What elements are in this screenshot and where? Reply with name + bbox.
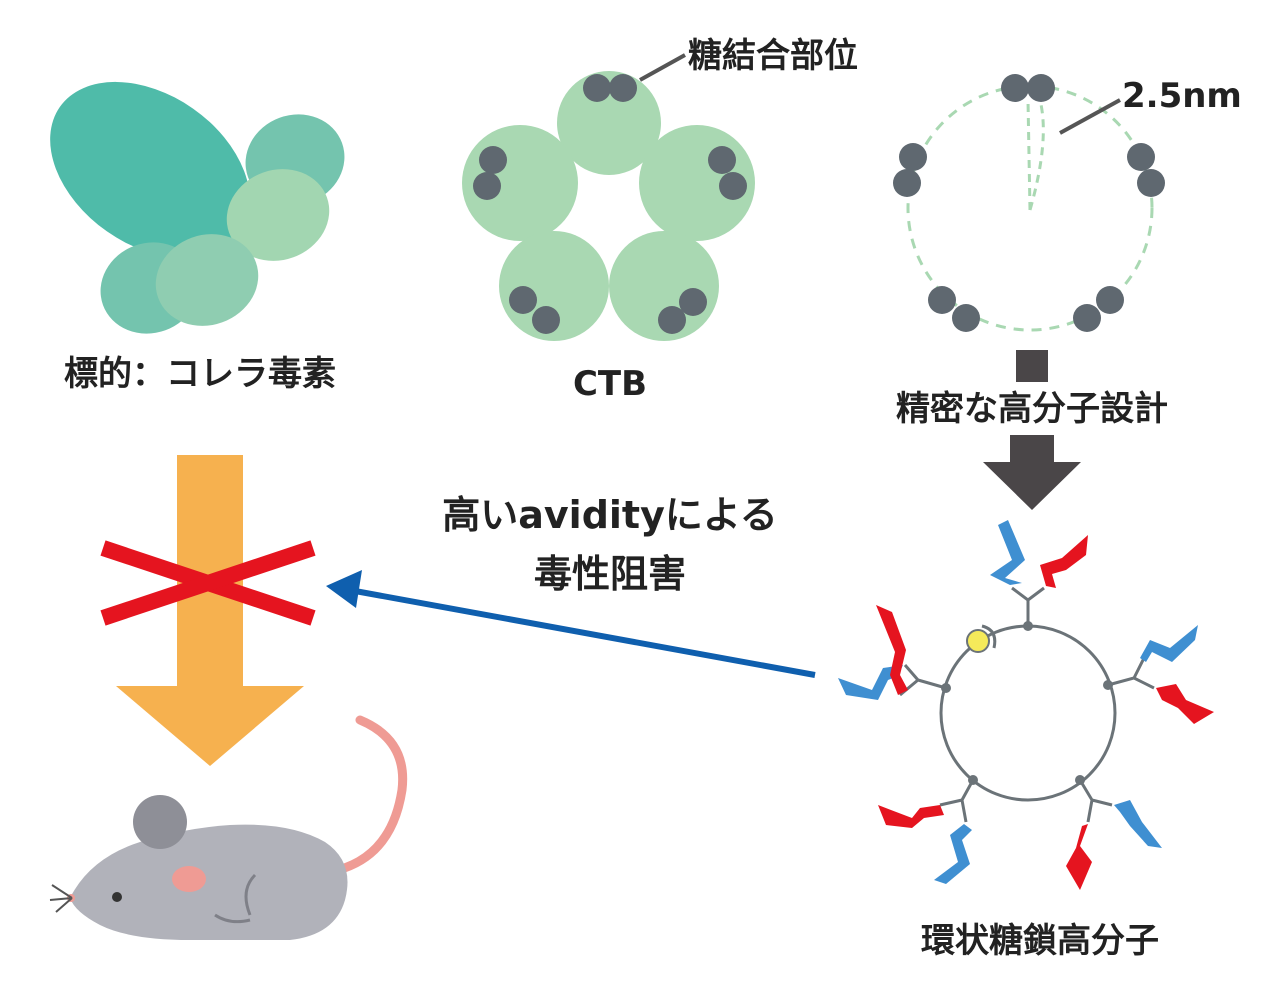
binding-site-dot bbox=[532, 306, 560, 334]
mouse-tail bbox=[333, 715, 408, 875]
toxin-b-subunit bbox=[226, 169, 330, 261]
sugar-unit-red bbox=[876, 605, 908, 695]
mouse-eye bbox=[112, 892, 122, 902]
mouse-body bbox=[70, 824, 348, 940]
branch-point bbox=[1075, 775, 1085, 785]
avidity-arrow-head bbox=[326, 570, 362, 608]
sugar-unit-blue bbox=[1114, 800, 1162, 848]
branch-point bbox=[941, 683, 951, 693]
sugar-chains-red bbox=[876, 535, 1214, 890]
sugar-unit-blue bbox=[934, 824, 972, 884]
binding-site-dot bbox=[658, 306, 686, 334]
sugar-chains-blue bbox=[838, 520, 1198, 884]
toxin-b-subunit bbox=[155, 234, 259, 326]
mouse-illustration bbox=[49, 715, 408, 940]
binding-site-geometry bbox=[893, 74, 1165, 332]
binding-site-dot bbox=[679, 288, 707, 316]
target-label: 標的：コレラ毒素 bbox=[64, 354, 336, 394]
branch-point bbox=[1023, 621, 1033, 631]
ring-closure-arc bbox=[981, 624, 997, 649]
site-pair-dot bbox=[1027, 74, 1055, 102]
polymer-ring bbox=[939, 624, 1117, 802]
distance-indicator bbox=[1026, 99, 1045, 211]
binding-site-dot bbox=[583, 74, 611, 102]
toxin-a-subunit bbox=[50, 81, 250, 259]
binding-site-dot bbox=[479, 146, 507, 174]
ctb-label: CTB bbox=[573, 364, 647, 404]
polymer-branch bbox=[1107, 657, 1155, 690]
ctb-subunit bbox=[557, 71, 661, 175]
sugar-unit-red bbox=[878, 805, 944, 828]
distance-label: 2.5nm bbox=[1122, 76, 1242, 116]
toxicity-arrow-head bbox=[116, 686, 304, 766]
polymer-branch bbox=[1078, 779, 1113, 823]
avidity-label-line2: 毒性阻害 bbox=[534, 552, 686, 596]
cholera-toxin-illustration bbox=[50, 81, 345, 334]
avidity-label-line1: 高いavidityによる bbox=[442, 493, 777, 537]
polymer-branch bbox=[1011, 586, 1045, 626]
sugar-unit-red bbox=[1066, 824, 1092, 890]
site-pair-dot bbox=[899, 143, 927, 171]
sugar-unit-blue bbox=[838, 665, 903, 700]
binding-site-label: 糖結合部位 bbox=[688, 36, 858, 76]
ring-closure-marker bbox=[966, 624, 997, 653]
branch-points bbox=[941, 621, 1113, 785]
sugar-unit-blue bbox=[1140, 625, 1198, 662]
design-arrow-head bbox=[983, 435, 1081, 510]
binding-site-dot bbox=[473, 172, 501, 200]
sugar-unit-red bbox=[1040, 535, 1088, 588]
ring-closure-dot bbox=[966, 629, 990, 653]
cross-stroke bbox=[100, 540, 316, 626]
binding-site-leader-line bbox=[639, 53, 686, 82]
blocked-cross bbox=[100, 540, 316, 626]
ctb-pentamer bbox=[462, 53, 755, 341]
binding-site-dot bbox=[708, 146, 736, 174]
site-pair-dot bbox=[1096, 286, 1124, 314]
mouse-ear bbox=[133, 795, 187, 849]
branch-point bbox=[968, 775, 978, 785]
mouse-ear-inner bbox=[172, 866, 206, 892]
binding-site-dot bbox=[609, 74, 637, 102]
site-pair-dot bbox=[1127, 143, 1155, 171]
mouse-leg-outline bbox=[214, 873, 257, 924]
dashed-ring bbox=[906, 84, 1154, 332]
sugar-unit-red bbox=[1156, 684, 1214, 724]
branch-point bbox=[1103, 680, 1113, 690]
site-pair-dot bbox=[1137, 169, 1165, 197]
avidity-arrow-shaft bbox=[354, 588, 816, 678]
design-arrow-stem bbox=[1016, 350, 1048, 382]
site-pair-dot bbox=[1073, 304, 1101, 332]
design-label: 精密な高分子設計 bbox=[896, 389, 1168, 429]
binding-site-dot bbox=[509, 286, 537, 314]
mouse-whiskers bbox=[49, 884, 73, 913]
sugar-unit-blue bbox=[990, 520, 1025, 585]
distance-leader-line bbox=[1059, 98, 1121, 135]
site-pair-dot bbox=[928, 286, 956, 314]
polymer-branch bbox=[939, 779, 975, 823]
polymer-label: 環状糖鎖高分子 bbox=[921, 921, 1159, 961]
site-pair-dot bbox=[1001, 74, 1029, 102]
site-pair-dot bbox=[893, 169, 921, 197]
site-pair-dot bbox=[952, 304, 980, 332]
binding-site-dot bbox=[719, 172, 747, 200]
